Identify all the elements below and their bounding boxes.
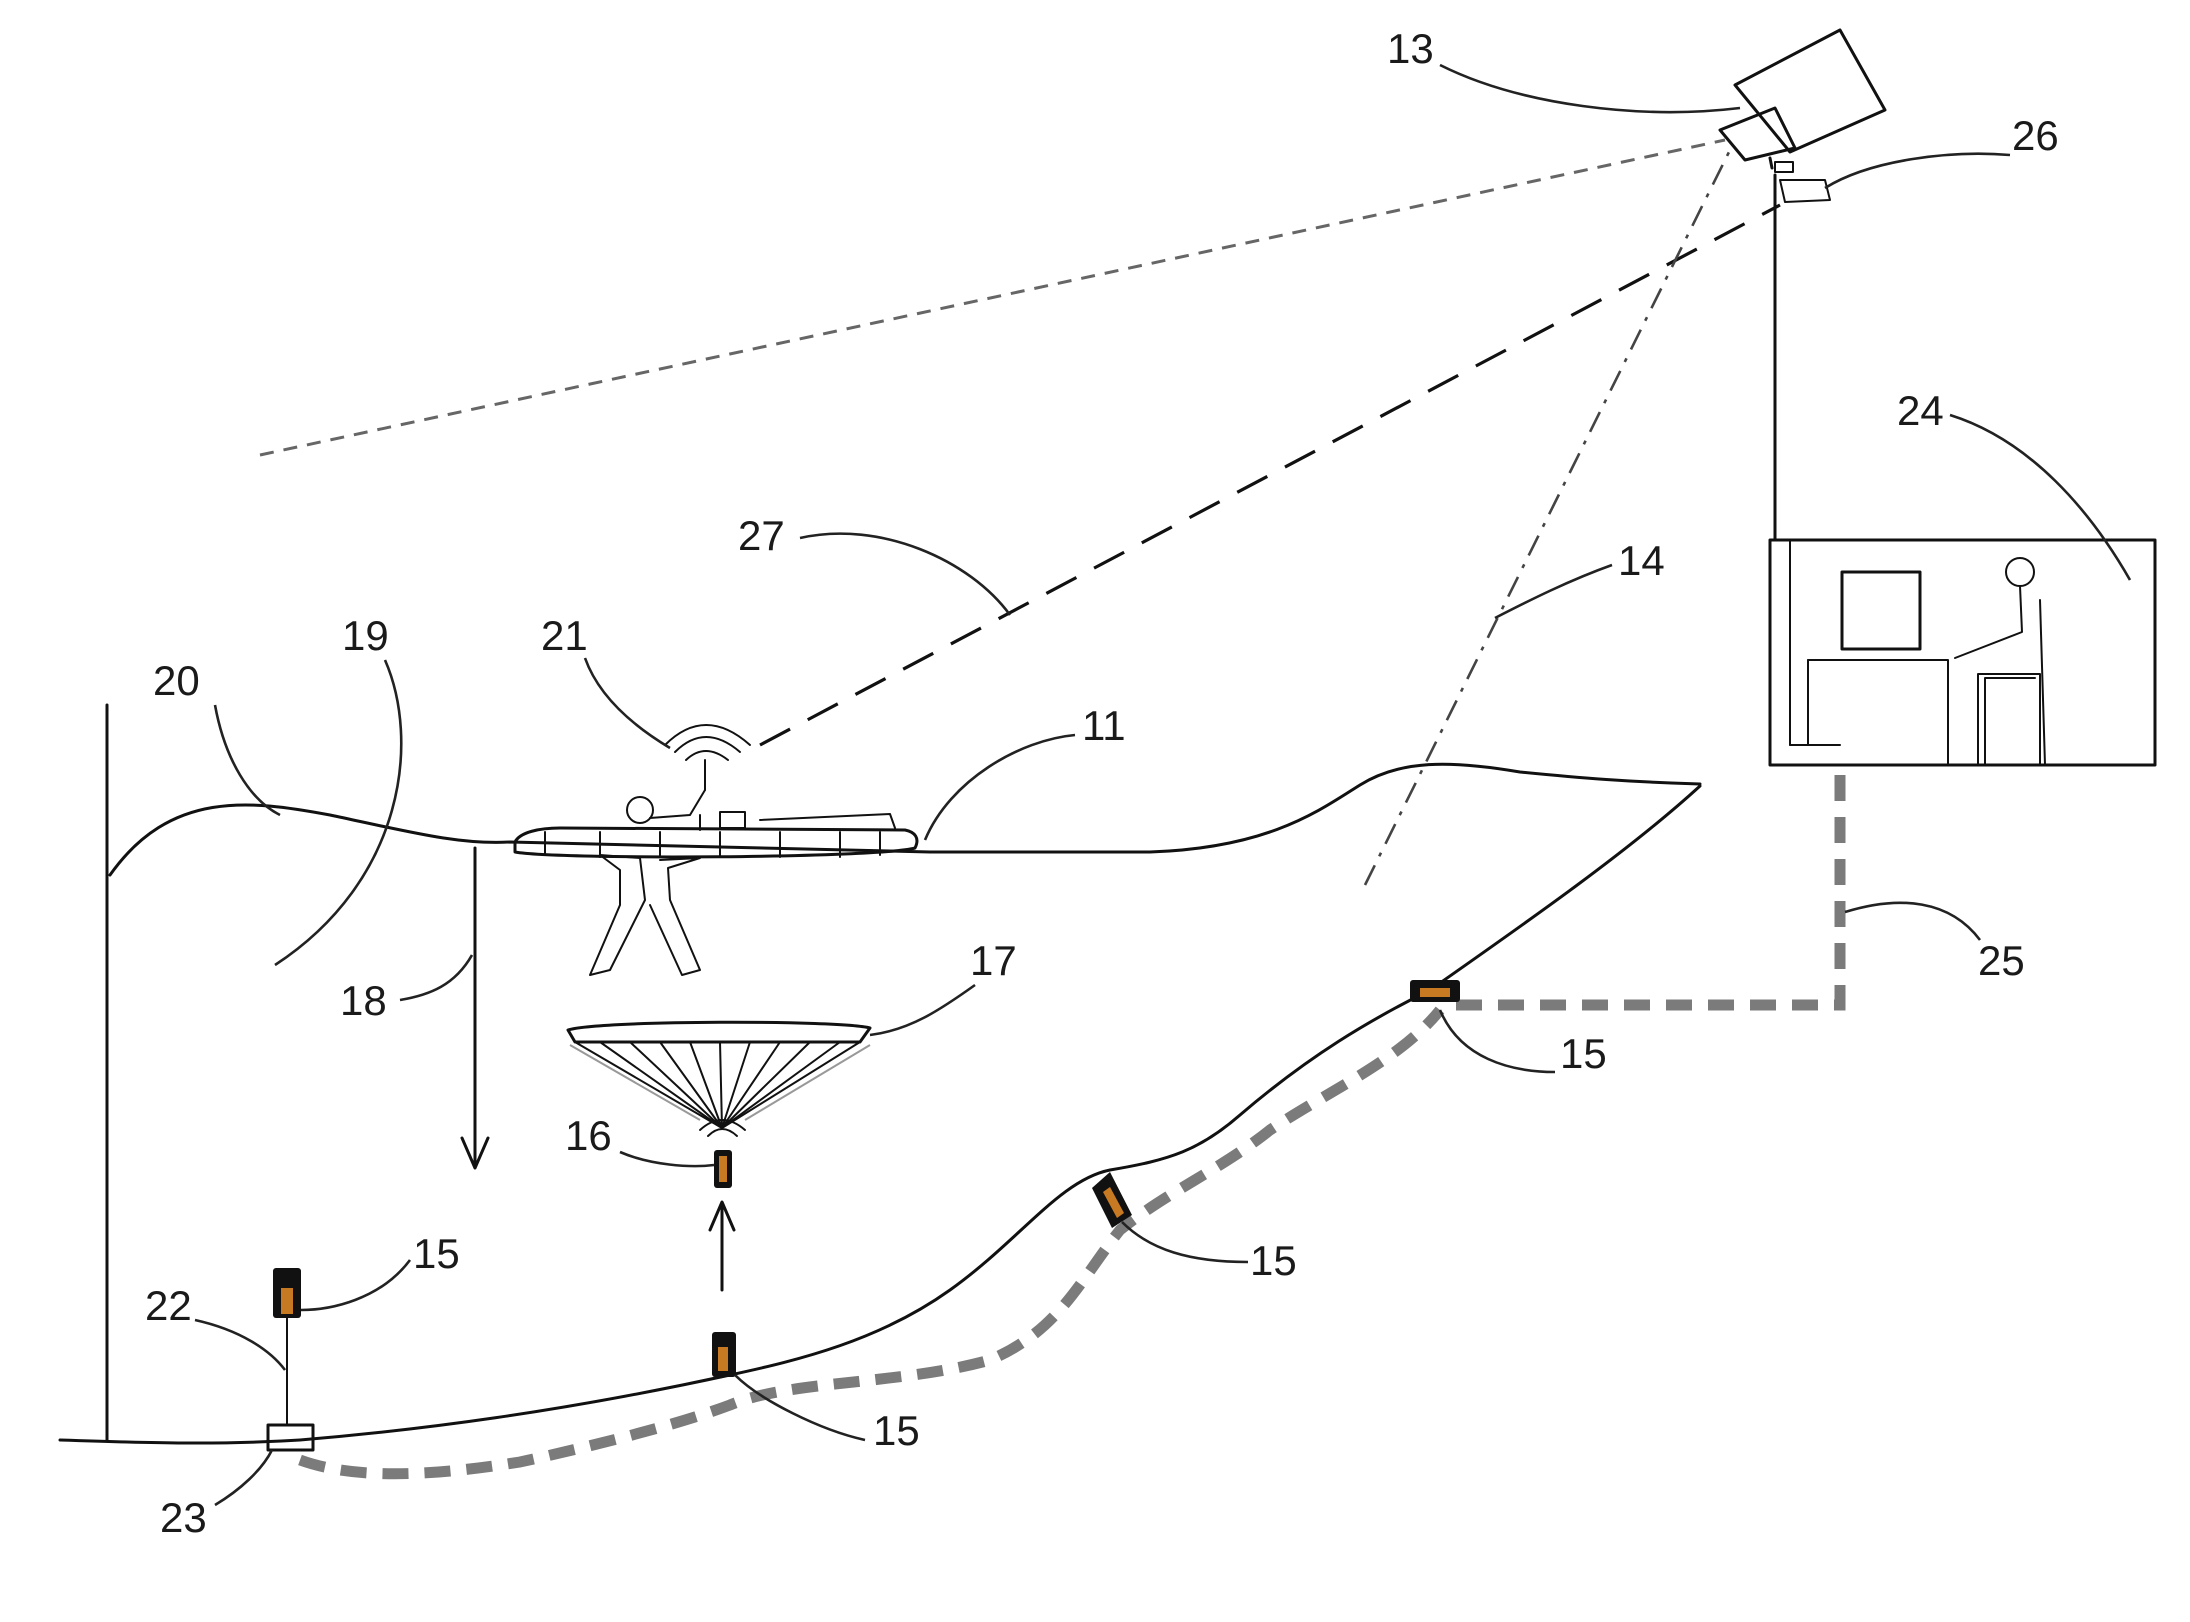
ref-label-26: 26: [2012, 112, 2059, 159]
ref-label-15-slope: 15: [1250, 1237, 1297, 1284]
sensor-top: [1410, 980, 1460, 1002]
leader-13: [1439, 63, 1741, 114]
leader-18: [399, 954, 474, 1002]
water-surface-wave: [108, 762, 1702, 877]
ref-label-19: 19: [342, 612, 389, 659]
leader-27: [799, 532, 1012, 616]
antenna-mast: [1773, 161, 1831, 542]
leader-16: [619, 1150, 715, 1168]
hub-23: [266, 1423, 315, 1452]
leader-15c: [1121, 1221, 1249, 1264]
leader-15d: [1438, 1009, 1556, 1074]
ref-label-14: 14: [1618, 537, 1665, 584]
diver-figure: [589, 854, 701, 976]
seabed-cable: [298, 1006, 1445, 1480]
vessel: [513, 789, 919, 859]
leader-25: [1844, 901, 1982, 941]
upward-arrow: [708, 1200, 736, 1292]
control-room: [1768, 538, 2157, 767]
leader-14: [1494, 563, 1613, 620]
ref-label-11: 11: [1082, 702, 1126, 749]
ref-label-24: 24: [1897, 387, 1944, 434]
leader-26: [1824, 152, 2011, 190]
ref-label-17: 17: [970, 937, 1017, 984]
antenna-signal-icon: [664, 724, 751, 791]
ref-label-27: 27: [738, 512, 785, 559]
seabed-line: [58, 784, 1702, 1445]
leader-15b: [734, 1374, 866, 1442]
device-16: [714, 1150, 732, 1188]
ref-label-22: 22: [145, 1282, 192, 1329]
cable-25: [1442, 775, 1846, 1011]
ref-label-13: 13: [1387, 25, 1434, 72]
leader-22: [194, 1318, 287, 1371]
leader-23: [214, 1449, 274, 1507]
ref-label-21: 21: [541, 612, 588, 659]
satellite: [1718, 28, 1887, 170]
leader-21: [583, 657, 671, 750]
ref-label-15-center: 15: [873, 1407, 920, 1454]
leader-15a: [300, 1259, 412, 1312]
ref-label-23: 23: [160, 1494, 207, 1541]
leader-19: [274, 659, 403, 967]
sensor-slope: [1092, 1172, 1132, 1228]
sensor-left-mast: [273, 1268, 301, 1426]
leader-20: [213, 704, 281, 817]
ref-label-15-top: 15: [1560, 1030, 1607, 1077]
leader-11: [923, 733, 1076, 841]
link-27: [759, 203, 1781, 747]
sonar-array: [566, 1020, 872, 1137]
leader-17: [869, 983, 976, 1037]
ref-label-15-left: 15: [413, 1230, 460, 1277]
ref-label-18: 18: [340, 977, 387, 1024]
ref-label-25: 25: [1978, 937, 2025, 984]
sensor-center: [712, 1332, 736, 1377]
ref-label-20: 20: [153, 657, 200, 704]
depth-arrow: [460, 846, 490, 1170]
ref-label-16: 16: [565, 1112, 612, 1159]
link-grey-top: [259, 138, 1726, 457]
leader-24: [1949, 413, 2132, 581]
